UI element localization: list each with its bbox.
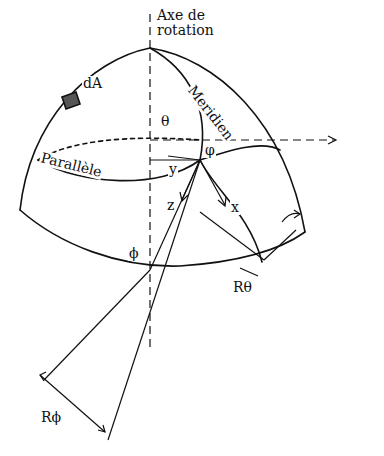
area-label: dA: [82, 76, 103, 91]
axis-label: Axe de rotation: [156, 8, 228, 39]
axis-letter: y: [168, 162, 178, 177]
axis-letter: x: [230, 200, 240, 215]
angle-label: ϕ: [128, 246, 140, 261]
parallel-label: Parallèle: [38, 150, 104, 180]
angle-label: θ: [160, 114, 170, 129]
radius-label: Rϕ: [40, 410, 62, 425]
radius-label: Rθ: [232, 280, 253, 295]
axis-letter: z: [166, 198, 175, 213]
meridian-label: Meridien: [184, 82, 237, 144]
angle-label: φ: [204, 143, 216, 158]
